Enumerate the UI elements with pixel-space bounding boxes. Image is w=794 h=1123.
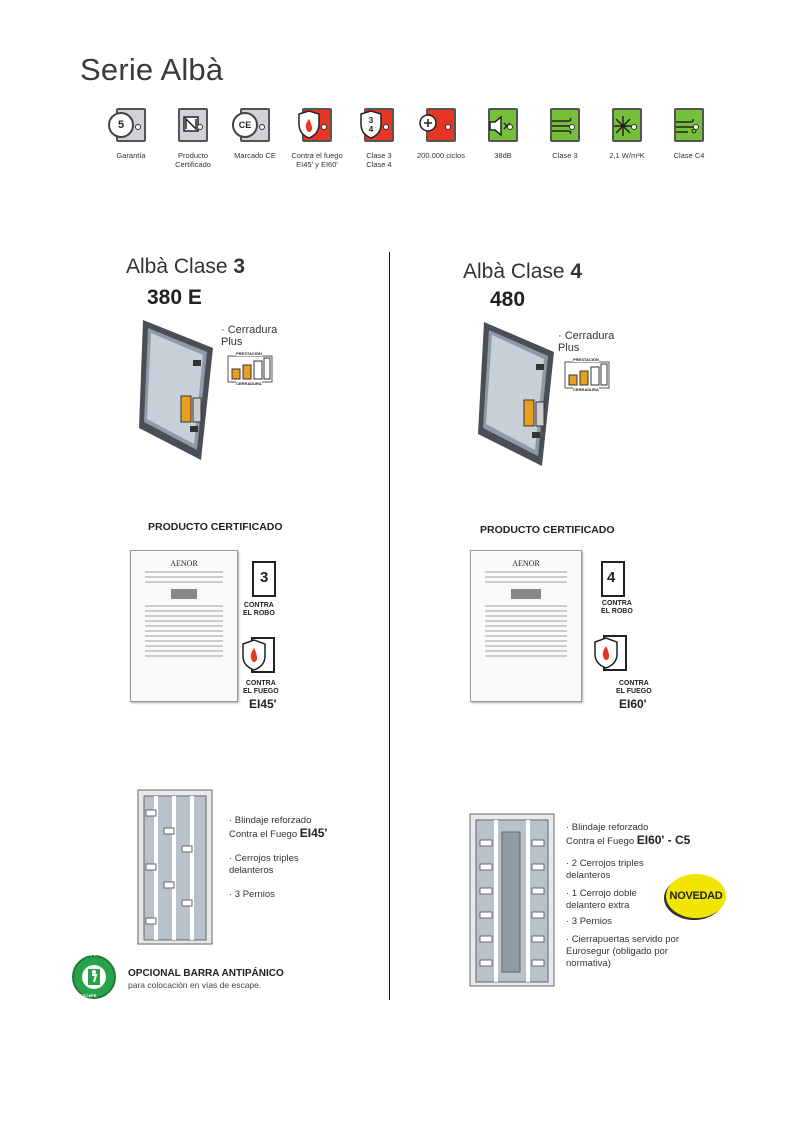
left-product-title: Albà Clase 3: [126, 255, 246, 278]
escape-subtitle: para colocación en vías de escape.: [128, 980, 262, 990]
right-lock-meter-top: PRESTACIÓN: [573, 357, 599, 362]
novedad-badge: NOVEDAD: [666, 874, 726, 918]
wind-resistance-icon: [674, 108, 704, 142]
right-bullet-cerrojo-doble: · 1 Cerrojo doble delantero extra: [566, 888, 637, 911]
svg-text:4: 4: [607, 569, 616, 586]
left-lock-meter-top: PRESTACIÓN: [236, 351, 262, 356]
left-cert-aenor: AENOR: [170, 559, 198, 568]
right-lock-label: · Cerradura Plus: [558, 330, 615, 354]
left-door-image: [139, 320, 213, 460]
svg-text:4: 4: [369, 125, 374, 134]
escape-logo-top: ESCAPE: [80, 952, 97, 957]
feature-termica: 2,1 W/m²K: [596, 108, 658, 160]
page-title: Serie Albà: [80, 52, 224, 87]
right-cert-fuego: CONTRA EL FUEGO: [616, 680, 652, 695]
right-bullet-list: · Blindaje reforzado Contra el Fuego EI6…: [566, 822, 741, 982]
fire-shield-icon: [298, 108, 332, 142]
right-bullet-cerrojos: · 2 Cerrojos triples delanteros: [566, 858, 644, 881]
right-cert-fire-icon: [594, 635, 627, 671]
left-door-panel-image: [137, 789, 213, 945]
snowflake-icon: [612, 108, 642, 142]
right-product-code: 480: [490, 288, 526, 311]
right-product-title: Albà Clase 4: [463, 260, 583, 283]
feature-garantia: 5 Garantía: [100, 108, 162, 160]
left-bullet-list: · Blindaje reforzado Contra el Fuego EI4…: [229, 815, 379, 913]
right-cert-rating: EI60': [619, 697, 647, 711]
cycles-hand-icon: [419, 108, 456, 142]
feature-ciclos: 200.000 ciclos: [410, 108, 472, 160]
right-cert-aenor: AENOR: [512, 559, 540, 568]
right-lock-meter-icon: [564, 361, 610, 389]
right-cert-class-icon: 4: [601, 561, 625, 597]
feature-producto-certificado: Producto Certificado: [162, 108, 224, 169]
right-bullet-cierrapuertas: · Cierrapuertas servido por Eurosegur (o…: [566, 934, 679, 969]
left-lock-meter-icon: [227, 355, 273, 383]
left-lock-meter-bottom: CERRADURA: [236, 381, 262, 386]
left-cert-heading: PRODUCTO CERTIFICADO: [148, 521, 283, 533]
feature-icon-row: 5 Garantía Producto Certificado CE Marca…: [100, 108, 720, 188]
escape-title: OPCIONAL BARRA ANTIPÁNICO: [128, 968, 284, 979]
feature-viento: Clase 3: [534, 108, 596, 160]
right-bullet-blindaje: · Blindaje reforzado Contra el Fuego EI6…: [566, 822, 691, 847]
feature-acustica: 38dB: [472, 108, 534, 160]
left-bullet-blindaje: · Blindaje reforzado Contra el Fuego EI4…: [229, 815, 328, 840]
feature-marcado-ce: CE Marcado CE: [224, 108, 286, 160]
right-bullet-pernios: · 3 Pernios: [566, 916, 612, 927]
feature-resistencia-viento: Clase C4: [658, 108, 720, 160]
right-lock-meter-bottom: CERRADURA: [573, 387, 599, 392]
escape-logo-bottom: ESCAPE: [80, 993, 97, 998]
left-cert-robo: CONTRA EL ROBO: [243, 602, 275, 617]
wind-class-icon: [550, 108, 580, 142]
left-certificate-document: AENOR: [130, 550, 238, 702]
left-cert-fuego: CONTRA EL FUEGO: [243, 680, 279, 695]
left-cert-rating: EI45': [249, 697, 277, 711]
right-cert-robo: CONTRA EL ROBO: [601, 600, 633, 615]
svg-text:3: 3: [260, 569, 268, 586]
warranty-seal-icon: 5: [108, 108, 146, 142]
left-bullet-cerrojos: · Cerrojos triples delanteros: [229, 853, 299, 876]
column-divider: [389, 252, 390, 1000]
right-door-panel-image: [469, 813, 555, 987]
feature-contra-fuego: Contra el fuego EI45' y EI60': [286, 108, 348, 169]
right-certificate-document: AENOR: [470, 550, 582, 702]
svg-text:3: 3: [369, 116, 374, 125]
right-door-image: [478, 322, 554, 466]
left-cert-fire-icon: [242, 637, 275, 673]
ce-mark-icon: CE: [232, 108, 270, 142]
escape-logo-icon: [72, 955, 116, 999]
left-bullet-pernios: · 3 Pernios: [229, 889, 275, 900]
right-cert-heading: PRODUCTO CERTIFICADO: [480, 524, 615, 536]
left-lock-label: · Cerradura Plus: [221, 324, 278, 348]
left-cert-class-icon: 3: [252, 561, 276, 597]
sound-mute-icon: [488, 108, 518, 142]
certified-n-icon: [178, 108, 208, 142]
left-product-code: 380 E: [147, 286, 202, 309]
